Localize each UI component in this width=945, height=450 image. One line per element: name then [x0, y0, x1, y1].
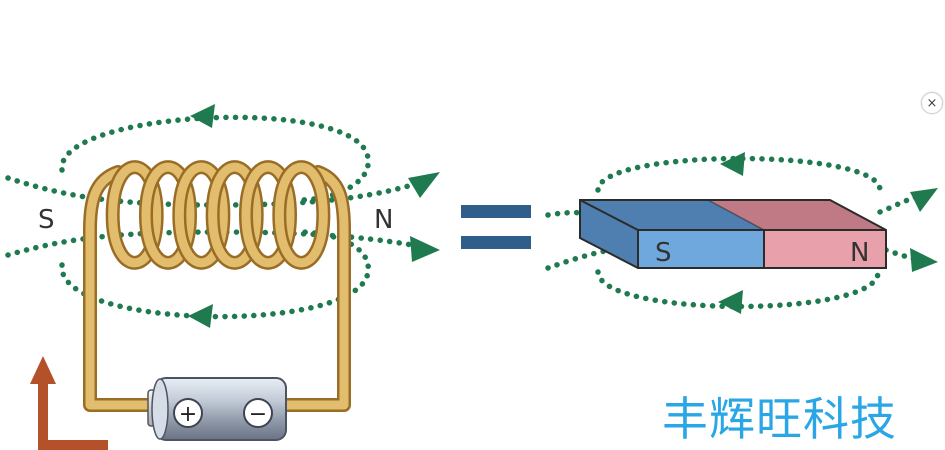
- coil-turn: [108, 162, 162, 268]
- solenoid-arrow-top: [190, 104, 215, 128]
- magnet-field-right-lower: [883, 247, 925, 265]
- coil-turn: [274, 162, 328, 268]
- solenoid-south-label: S: [38, 205, 55, 235]
- magnet-south-side-face: [580, 200, 638, 268]
- watermark-text: 丰辉旺科技: [662, 392, 897, 446]
- solenoid-field-arrows: [188, 104, 440, 328]
- battery-plus-label: +: [179, 402, 197, 427]
- magnet-south-front-face: [638, 230, 764, 268]
- magnet-arrow-top: [720, 152, 745, 176]
- magnet-north-label: N: [850, 238, 869, 268]
- close-button[interactable]: ×: [921, 92, 943, 114]
- solenoid-north-label: N: [374, 205, 393, 235]
- coil-turn: [174, 162, 228, 268]
- magnet-arrow-right-upper: [910, 188, 938, 212]
- coil-turn: [141, 162, 195, 268]
- bar-magnet: S N: [579, 199, 887, 269]
- battery-minus-label: −: [249, 402, 267, 427]
- current-direction-arrow: [30, 356, 108, 450]
- coil-turn: [241, 162, 295, 268]
- solenoid-arrow-bottom: [188, 304, 213, 328]
- magnet-arrow-bottom: [718, 290, 743, 314]
- magnet-arrow-right-lower: [910, 248, 938, 272]
- equals-sign: [461, 205, 531, 249]
- battery-plus-terminal: [173, 398, 203, 428]
- battery-minus-terminal: [243, 398, 273, 428]
- solenoid-coil: [105, 160, 331, 270]
- coil-turn: [208, 162, 262, 268]
- magnet-field-left-lower: [545, 247, 613, 271]
- magnet-south-label: S: [655, 238, 672, 268]
- solenoid-wire: [83, 165, 351, 412]
- magnet-north-front-face: [764, 230, 886, 268]
- battery: + −: [147, 377, 287, 441]
- magnet-field-loop-top: [595, 155, 883, 193]
- magnet-north-top-face: [708, 200, 886, 230]
- magnet-south-top-face: [580, 200, 764, 230]
- magnet-field-arrows: [718, 152, 938, 314]
- solenoid-arrow-right-lower: [410, 236, 440, 262]
- close-icon: ×: [926, 95, 938, 111]
- solenoid-arrow-right-upper: [408, 172, 440, 198]
